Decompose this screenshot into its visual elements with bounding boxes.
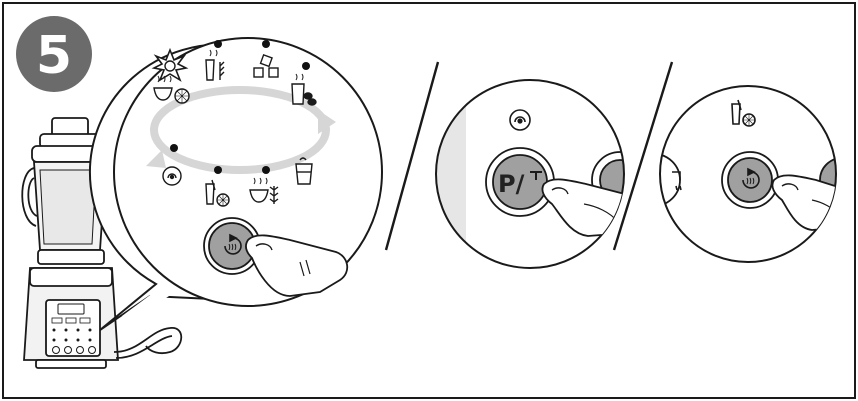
clean-icon — [510, 110, 530, 130]
indicator-dot — [214, 40, 222, 48]
step-number: 5 — [36, 26, 72, 86]
heat-button[interactable] — [722, 152, 778, 208]
indicator-dot — [170, 144, 178, 152]
indicator-dot — [262, 40, 270, 48]
indicator-dot — [262, 166, 270, 174]
pulse-button[interactable]: P/ — [486, 148, 554, 216]
indicator-dot — [214, 166, 222, 174]
clean-icon — [163, 167, 181, 185]
pulse-button-label: P/ — [498, 170, 525, 198]
step-badge: 5 — [16, 16, 92, 92]
indicator-dot — [302, 62, 310, 70]
